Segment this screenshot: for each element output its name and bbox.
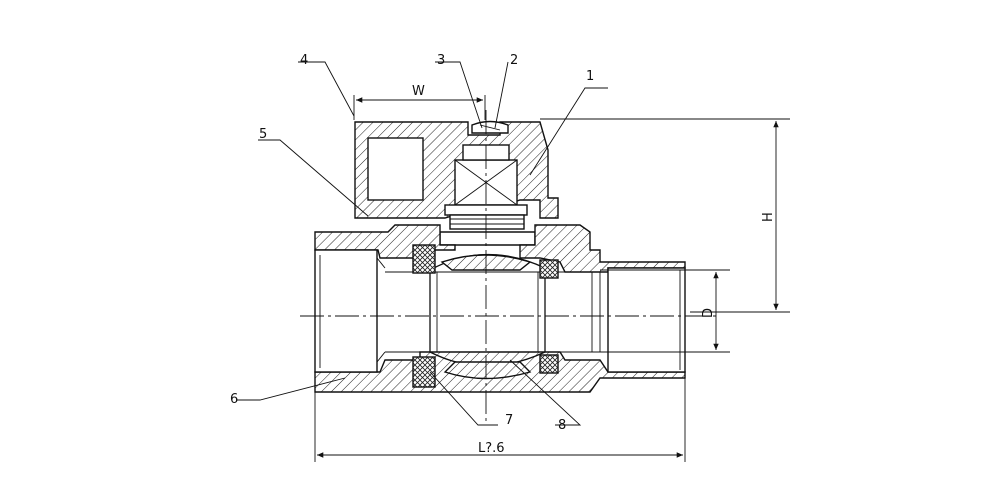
leader-lines	[236, 61, 608, 426]
part-label-1: 1	[586, 69, 594, 84]
dimensions	[314, 95, 790, 462]
seat-bottom-right	[539, 354, 559, 374]
centerlines	[300, 110, 720, 425]
part-label-8: 8	[558, 418, 566, 433]
seat-top-left	[412, 244, 436, 274]
part-label-2: 2	[510, 53, 518, 68]
dim-label-height: H	[761, 212, 776, 222]
dim-label-diameter: D	[701, 308, 716, 318]
seat-top-right	[539, 259, 559, 279]
part-labels: 1 2 3 4 5 6 7 8	[230, 53, 594, 433]
dim-label-length: L?.6	[478, 441, 505, 456]
dim-label-width: W	[412, 84, 425, 99]
seats	[412, 244, 559, 388]
dimension-labels: W H D L?.6	[412, 84, 776, 456]
part-label-5: 5	[259, 127, 267, 142]
part-label-4: 4	[300, 53, 308, 68]
valve-body	[314, 224, 686, 393]
part-label-3: 3	[437, 53, 445, 68]
right-tail	[607, 267, 686, 373]
part-label-7: 7	[505, 413, 513, 428]
seat-bottom-left	[412, 356, 436, 388]
part-label-6: 6	[230, 392, 238, 407]
handle-cavity	[367, 137, 424, 201]
left-socket	[314, 249, 378, 373]
